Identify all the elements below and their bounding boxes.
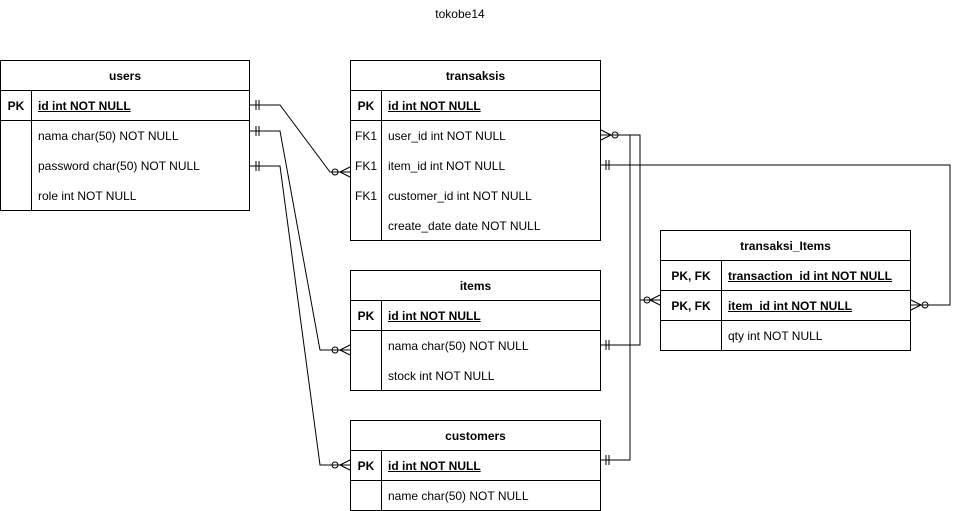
key-label: FK1 [354,159,377,173]
table-row[interactable]: FK1 item_id int NOT NULL [351,151,600,181]
edge-many-marker [649,294,661,306]
field-label: password char(50) NOT NULL [38,159,200,173]
field-label: item_id int NOT NULL [388,159,506,173]
table-transaksi-items-header: transaksi_Items [661,231,910,261]
table-users-header: users [1,61,249,91]
edge-users-items [250,130,350,351]
table-row[interactable]: password char(50) NOT NULL [1,151,249,181]
field-label: role int NOT NULL [38,189,137,203]
table-row[interactable]: name char(50) NOT NULL [351,481,600,511]
field-label: id int NOT NULL [388,99,481,113]
field-label: id int NOT NULL [388,309,481,323]
table-row[interactable]: PK id int NOT NULL [351,301,600,331]
key-column-divider [31,91,32,211]
field-label: qty int NOT NULL [728,329,823,343]
key-column-divider [381,301,382,391]
table-row[interactable]: PK id int NOT NULL [351,91,600,121]
table-transaksi-items[interactable]: transaksi_Items PK, FK transaction_id int… [660,230,911,351]
field-label: create_date date NOT NULL [388,219,541,233]
key-column-divider [721,261,722,351]
table-customers-header: customers [351,421,600,451]
table-row[interactable]: nama char(50) NOT NULL [1,121,249,151]
edge-customers-transaksis [601,135,631,461]
table-row[interactable]: PK id int NOT NULL [1,91,249,121]
field-label: name char(50) NOT NULL [388,489,529,503]
table-row[interactable]: stock int NOT NULL [351,361,600,391]
key-label: PK [7,99,25,113]
key-column-divider [381,91,382,241]
edge-zero-marker [331,461,339,469]
edge-users-customers [250,165,350,466]
key-label: FK1 [354,129,377,143]
key-label: PK [357,99,375,113]
table-transaksis[interactable]: transaksis PK id int NOT NULL FK1 user_id i… [350,60,601,241]
table-row[interactable]: FK1 customer_id int NOT NULL [351,181,600,211]
table-items-header: items [351,271,600,301]
table-row[interactable]: PK id int NOT NULL [351,451,600,481]
field-label: user_id int NOT NULL [388,129,506,143]
table-users[interactable]: users PK id int NOT NULL nama char(50) NOT… [0,60,250,211]
edge-zero-marker [643,296,651,304]
edge-zero-marker [331,346,339,354]
key-label: PK, FK [671,299,711,313]
field-label: item_id int NOT NULL [728,299,852,313]
key-label: PK [357,459,375,473]
key-label: FK1 [354,189,377,203]
table-transaksis-header: transaksis [351,61,600,91]
key-label: PK, FK [671,269,711,283]
field-label: transaction_id int NOT NULL [728,269,893,283]
table-row[interactable]: FK1 user_id int NOT NULL [351,121,600,151]
edge-zero-marker [921,301,929,309]
table-row[interactable]: nama char(50) NOT NULL [351,331,600,361]
key-label: PK [357,309,375,323]
diagram-title: tokobe14 [435,7,485,21]
table-row[interactable]: qty int NOT NULL [661,321,910,351]
edge-users-transaksis [250,104,350,173]
edge-many-marker [910,299,922,311]
edge-many-marker [600,129,612,141]
table-row[interactable]: create_date date NOT NULL [351,211,600,241]
edge-many-marker [339,344,351,356]
field-label: nama char(50) NOT NULL [388,339,529,353]
edge-many-marker [339,459,351,471]
table-row[interactable]: role int NOT NULL [1,181,249,211]
edge-zero-marker [331,168,339,176]
field-label: customer_id int NOT NULL [388,189,532,203]
table-row[interactable]: PK, FK item_id int NOT NULL [661,291,910,321]
edge-many-marker [339,166,351,178]
field-label: id int NOT NULL [38,99,131,113]
field-label: nama char(50) NOT NULL [38,129,179,143]
edge-zero-marker [611,131,619,139]
table-items[interactable]: items PK id int NOT NULL nama char(50) NOT… [350,270,601,391]
table-customers[interactable]: customers PK id int NOT NULL name char(50)… [350,420,601,511]
field-label: id int NOT NULL [388,459,481,473]
field-label: stock int NOT NULL [388,369,495,383]
key-column-divider [381,451,382,511]
edge-items-transaksis [601,134,641,346]
table-row[interactable]: PK, FK transaction_id int NOT NULL [661,261,910,291]
